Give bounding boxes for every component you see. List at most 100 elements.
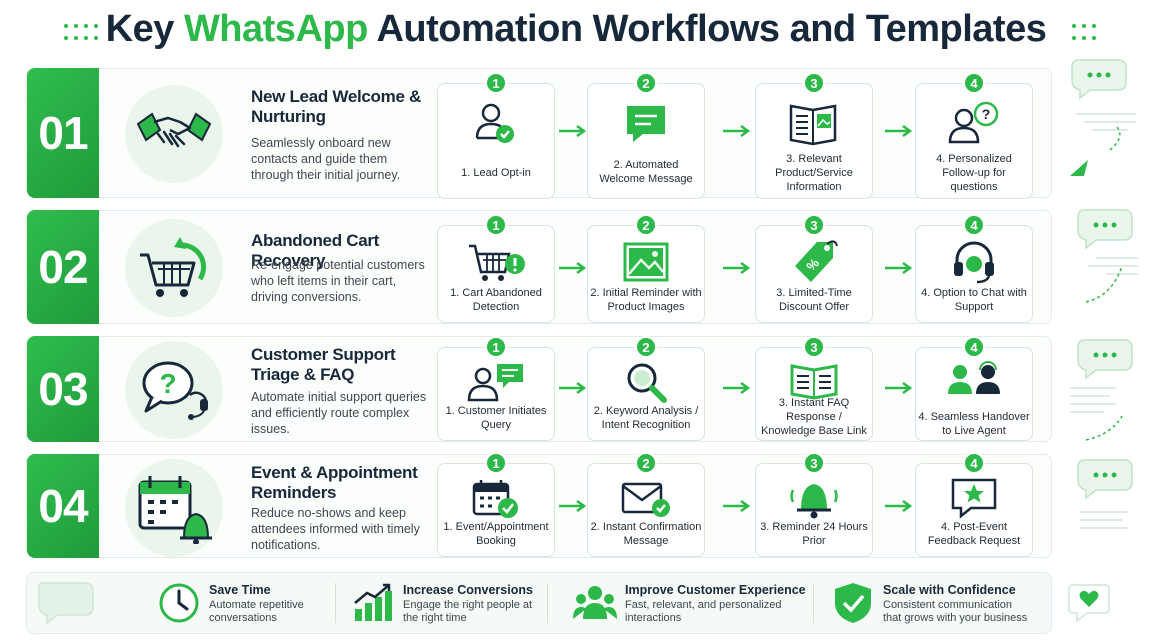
chat-bubble-decoration-icon [38,582,94,625]
step-badge: 4 [963,336,985,358]
step-label: 2. Keyword Analysis / Intent Recognition [593,405,699,431]
page-title: Key WhatsApp Automation Workflows and Te… [0,8,1152,51]
workflow-description: Automate initial support queries and eff… [251,390,427,436]
arrow-right-icon [885,124,913,138]
people-icon [573,586,617,619]
title-accent: WhatsApp [183,8,368,50]
envelope-check-icon [588,478,704,526]
step-badge: 1 [485,452,507,474]
workflow-number: 02 [27,210,99,324]
chat-bubble-decoration-icon [1070,59,1136,176]
benefit-title: Scale with Confidence [883,583,1016,597]
arrow-right-icon [885,381,913,395]
shopping-cart-return-icon [125,219,223,317]
workflow-step: 4 ? 4. Personalized Follow-up for questi… [915,72,1033,199]
step-label: 4. Post-Event Feedback Request [927,521,1021,547]
step-label: 4. Seamless Handover to Live Agent [918,411,1030,437]
workflow-title: New Lead Welcome & Nurturing [251,87,422,126]
discount-tag-icon: % [756,238,872,286]
shield-check-icon [835,583,871,623]
workflow-step: 4 4. Option to Chat with Support [915,214,1033,323]
benefit-item: Save Time Automate repetitive conversati… [157,573,377,633]
workflow-step: 1 1. Lead Opt-in [437,72,555,199]
workflow-title: Event & Appointment Reminders [251,463,418,502]
step-badge: 2 [635,452,657,474]
step-label: 3. Relevant Product/Service Information [775,153,853,193]
workflow-step: 1 1. Event/Appointment Booking [437,452,555,557]
workflow-number: 01 [27,68,99,198]
bar-chart-icon [354,583,392,621]
image-icon [588,240,704,288]
workflow-title: Abandoned Cart Recovery [251,231,380,270]
benefit-description: Engage the right people at the right tim… [403,599,533,624]
step-label: 3. Reminder 24 Hours Prior [760,521,868,547]
benefit-description: Consistent communication that grows with… [883,599,1028,624]
calendar-bell-icon [125,459,223,557]
workflow-step: 4 4. Post-Event Feedback Request [915,452,1033,557]
workflow-row-4: 04 Event & Appointment Reminders Reduce … [26,452,1052,558]
heart-bubble-icon [1068,584,1110,623]
step-badge: 1 [485,72,507,94]
workflow-step: 2 2. Keyword Analysis / Intent Recogniti… [587,336,705,441]
step-label: 1. Event/Appointment Booking [443,521,549,547]
user-message-icon [438,360,554,408]
step-badge: 1 [485,336,507,358]
svg-text:?: ? [982,106,991,122]
chat-bubble-decoration-icon [1077,459,1133,529]
decorative-dots-right [1072,22,1116,42]
workflow-step: 3 3. Reminder 24 Hours Prior [755,452,873,557]
step-badge: 2 [635,214,657,236]
arrow-right-icon [559,499,587,513]
arrow-right-icon [559,381,587,395]
step-badge: 4 [963,72,985,94]
bell-icon [756,476,872,524]
step-badge: 3 [803,336,825,358]
step-label: 3. Limited-Time Discount Offer [776,287,852,313]
divider [813,583,814,623]
chat-bubble-decoration-icon [1077,209,1138,303]
title-prefix: Key [105,8,184,50]
headset-icon [916,240,1032,288]
arrow-right-icon [559,124,587,138]
workflow-row-1: 01 New Lead Welcome & Nurturing Seamless… [26,68,1052,199]
arrow-right-icon [885,261,913,275]
workflow-step: 1 1. Customer Initiates Query [437,336,555,441]
workflow-step: 4 4. Seamless Handover to Live Agent [915,336,1033,441]
step-label: 1. Customer Initiates Query [445,405,547,431]
step-badge: 2 [635,336,657,358]
workflow-step: 2 2. Automated Welcome Message [587,72,705,199]
chat-bubble-icon [588,100,704,148]
svg-text:?: ? [159,368,176,399]
step-badge: 1 [485,214,507,236]
step-badge: 3 [803,452,825,474]
benefit-item: Improve Customer Experience Fast, releva… [573,573,813,633]
benefit-title: Improve Customer Experience [625,583,806,597]
book-icon [756,360,872,408]
step-label: 2. Initial Reminder with Product Images [590,287,702,313]
chat-bubble-decoration-icon [1070,339,1133,441]
benefits-bar: Save Time Automate repetitive conversati… [26,572,1110,634]
arrow-right-icon [723,499,751,513]
question-bubble-headset-icon: ? [125,341,223,439]
step-label: 2. Instant Confirmation Message [590,521,702,547]
arrow-right-icon [723,261,751,275]
benefit-title: Save Time [209,583,271,597]
step-label: 4. Option to Chat with Support [921,287,1027,313]
calendar-check-icon [438,476,554,524]
step-label: 1. Cart Abandoned Detection [450,287,542,313]
divider [335,583,336,623]
workflow-description: Re-engage potential customers who left i… [251,258,425,304]
step-label: 1. Lead Opt-in [461,167,531,179]
workflow-step: 3 % 3. Limited-Time Discount Offer [755,214,873,323]
benefit-description: Fast, relevant, and personalized interac… [625,599,782,624]
arrow-right-icon [723,381,751,395]
benefit-item: Scale with Confidence Consistent communi… [831,573,1041,633]
arrow-right-icon [723,124,751,138]
workflow-row-3: 03 ? Customer Support Triage & FAQ Autom… [26,336,1052,442]
step-badge: 3 [803,214,825,236]
agent-handover-icon [916,360,1032,408]
clock-icon [159,583,199,623]
arrow-right-icon [559,261,587,275]
benefit-description: Automate repetitive conversations [209,599,304,624]
user-check-icon [438,100,554,148]
